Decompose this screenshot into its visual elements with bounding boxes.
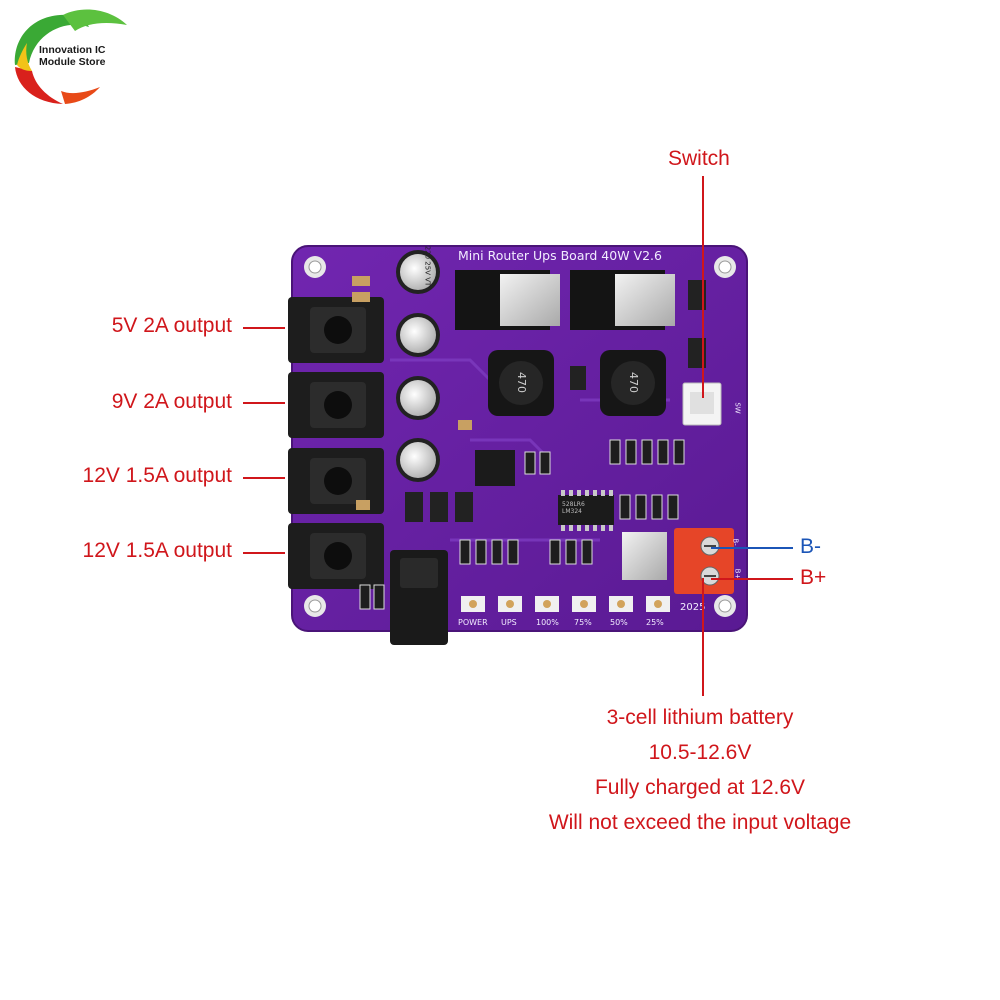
battery-note-2: 10.5-12.6V xyxy=(648,741,752,764)
cap-value: 220 xyxy=(423,245,432,260)
ic-marking-line-1: 528LR6 xyxy=(562,501,585,508)
switch-label: Switch xyxy=(668,147,730,170)
mounting-holes xyxy=(304,256,736,617)
output-label-12v-b: 12V 1.5A output xyxy=(82,539,232,562)
capacitor-marking: 220 25V VT xyxy=(423,246,431,287)
ic-marking: 528LR6 LM324 xyxy=(562,501,585,515)
store-logo: Innovation IC Module Store xyxy=(5,5,130,105)
output-label-12v-a: 12V 1.5A output xyxy=(82,464,232,487)
output-label-9v: 9V 2A output xyxy=(111,390,232,413)
inductor-marking-2: 470 xyxy=(627,372,640,393)
logo-text: Innovation IC Module Store xyxy=(39,44,129,68)
leaf-logo-icon xyxy=(14,9,127,104)
led-label-50: 50% xyxy=(610,618,628,627)
cap-series: VT xyxy=(423,277,432,287)
pcb-illustration xyxy=(288,245,748,645)
battery-note-1: 3-cell lithium battery xyxy=(606,706,794,729)
switch-silk: SW xyxy=(733,402,742,414)
terminal-silk-minus: B- xyxy=(731,538,740,546)
b-plus-label: B+ xyxy=(800,566,827,589)
led-label-100: 100% xyxy=(536,618,559,627)
pcb-board: Mini Router Ups Board 40W V2.6 2025 SW B… xyxy=(270,240,760,650)
output-jacks xyxy=(288,297,384,589)
output-leader-12v-b xyxy=(243,552,285,554)
status-leds xyxy=(461,596,670,612)
output-label-5v: 5V 2A output xyxy=(111,314,232,337)
led-label-75: 75% xyxy=(574,618,592,627)
logo-line-1: Innovation IC xyxy=(39,44,106,56)
b-plus-leader xyxy=(711,578,793,580)
b-minus-leader xyxy=(711,547,793,549)
inductor-marking-1: 470 xyxy=(515,372,528,393)
ic-marking-line-2: LM324 xyxy=(562,508,582,515)
led-label-ups: UPS xyxy=(501,618,517,627)
battery-terminal-block xyxy=(674,528,734,594)
switch-leader xyxy=(702,176,704,398)
inductors xyxy=(488,350,666,416)
board-title: Mini Router Ups Board 40W V2.6 xyxy=(458,248,662,263)
output-leader-12v-a xyxy=(243,477,285,479)
led-label-25: 25% xyxy=(646,618,664,627)
led-label-power: POWER xyxy=(458,618,488,627)
battery-note-3: Fully charged at 12.6V xyxy=(594,776,806,799)
battery-leader xyxy=(702,578,704,696)
cap-voltage: 25V xyxy=(423,261,432,275)
regulator-ics xyxy=(455,270,675,330)
capacitors xyxy=(396,250,440,482)
output-leader-5v xyxy=(243,327,285,329)
battery-note-4: Will not exceed the input voltage xyxy=(548,811,852,834)
board-year: 2025 xyxy=(680,602,706,613)
output-leader-9v xyxy=(243,402,285,404)
logo-line-2: Module Store xyxy=(39,56,106,68)
b-minus-label: B- xyxy=(800,535,821,558)
